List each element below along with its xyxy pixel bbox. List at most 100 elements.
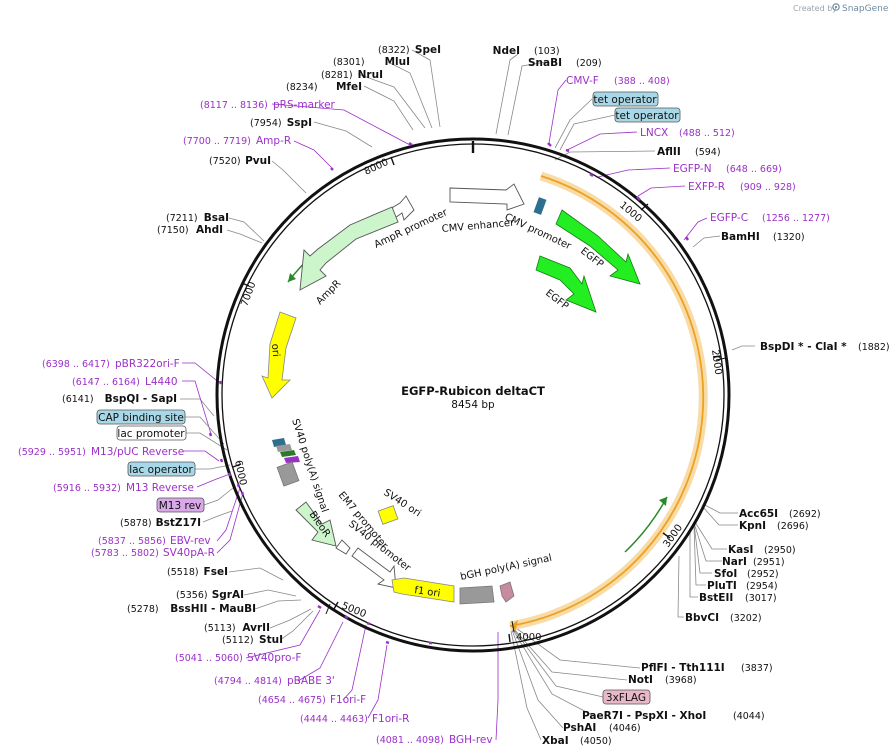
primer-range: (5041 .. 5060) <box>175 653 243 664</box>
flag-box: 3xFLAG <box>602 689 651 705</box>
site-name: BstEII <box>699 592 733 604</box>
m13-rev-label: M13 rev <box>159 500 202 512</box>
primer-range: (5916 .. 5932) <box>53 483 121 494</box>
site-name: PflFI - Tth111I <box>641 662 725 674</box>
site-position: (1320) <box>773 232 805 243</box>
tet-operator-label-2: tet operator <box>615 110 679 122</box>
site-position: (4044) <box>733 711 765 722</box>
site-name: PluTI <box>707 580 737 592</box>
primer-range: (909 .. 928) <box>740 182 796 193</box>
sv40-polya-marker-2 <box>276 444 292 452</box>
cmv-enhancer-arrow <box>449 183 525 211</box>
site-name: NotI <box>628 674 653 686</box>
primer-range: (488 .. 512) <box>679 128 735 139</box>
sv40-polya-marker-4 <box>284 456 300 463</box>
primer-range: (648 .. 669) <box>726 164 782 175</box>
site-name: BstZ17I <box>156 517 201 529</box>
site-position: (7520) <box>209 156 241 167</box>
primer-range: (5837 .. 5856) <box>98 536 166 547</box>
m13-rev-box: M13 rev <box>156 497 205 513</box>
primer-name: LNCX <box>640 127 668 139</box>
primer-range: (6147 .. 6164) <box>72 377 140 388</box>
site-position: (103) <box>534 46 560 57</box>
lac-promoter-label: lac promoter <box>117 428 185 440</box>
snapgene-logo-icon <box>832 3 840 11</box>
site-name: FseI <box>204 566 228 578</box>
site-position: (1882) <box>858 342 890 353</box>
site-position: (5113) <box>204 623 236 634</box>
feature-label-egfp-2: EGFP <box>543 288 570 313</box>
site-name: NruI <box>358 69 383 81</box>
primer-range: (5783 .. 5802) <box>91 548 159 559</box>
site-position: (4046) <box>609 723 641 734</box>
site-position: (2692) <box>789 509 821 520</box>
sv40-promoter-arrow <box>351 547 397 589</box>
bgh-polya-box <box>459 585 495 605</box>
site-position: (2954) <box>746 581 778 592</box>
site-position: (5112) <box>222 635 254 646</box>
primer-range: (4794 .. 4814) <box>214 676 282 687</box>
site-name: AhdI <box>196 224 223 236</box>
primer-range: (6398 .. 6417) <box>42 359 110 370</box>
site-position: (3968) <box>665 675 697 686</box>
primer-name: EGFP-C <box>710 212 748 224</box>
primer-name: pRS-marker <box>273 99 336 111</box>
site-position: (594) <box>695 147 721 158</box>
site-position: (2951) <box>753 557 785 568</box>
label-leader-lines <box>180 49 755 741</box>
primer-name: SV40pA-R <box>163 547 215 559</box>
site-name: SfoI <box>714 568 737 580</box>
site-name: NdeI <box>493 45 520 57</box>
primer-name: pBABE 3' <box>287 675 335 687</box>
primer-range: (7700 .. 7719) <box>183 136 251 147</box>
em7-promoter-arrow <box>335 539 351 555</box>
primer-range: (1256 .. 1277) <box>762 213 830 224</box>
feature-label-f1-ori: f1 ori <box>414 585 441 600</box>
primer-name: BGH-rev <box>449 734 493 746</box>
tet-operator-box-2: tet operator <box>614 107 681 123</box>
cmv-promoter-box <box>533 197 547 215</box>
site-name: SpeI <box>415 44 441 56</box>
site-name: BamHI <box>721 231 760 243</box>
tick-label-8000: 8000 <box>363 157 391 178</box>
site-marks <box>325 357 727 633</box>
site-name: Acc65I <box>739 508 778 520</box>
cap-binding-site-box: CAP binding site <box>96 409 186 425</box>
site-name: AflII <box>657 146 681 158</box>
primer-range: (5929 .. 5951) <box>18 447 86 458</box>
site-name: BspQI - SapI <box>105 393 177 405</box>
site-name: BspDI * - ClaI * <box>760 341 847 353</box>
plasmid-name: EGFP-Rubicon deltaCT <box>401 384 545 398</box>
sv40-polya-box <box>276 461 300 487</box>
site-position: (5356) <box>176 590 208 601</box>
site-position: (4050) <box>580 736 612 747</box>
tick-label-2000: 2000 <box>709 349 723 376</box>
site-name: SnaBI <box>528 57 562 69</box>
site-name: MfeI <box>336 81 362 93</box>
site-name: AvrII <box>242 622 270 634</box>
site-name: StuI <box>259 634 283 646</box>
site-name: SgrAI <box>212 589 244 601</box>
site-name: MluI <box>385 56 410 68</box>
primer-range: (388 .. 408) <box>614 76 670 87</box>
egfp-inner-arrowhead <box>659 497 667 506</box>
primer-name: EGFP-N <box>673 163 712 175</box>
site-name: BssHII - MauBI <box>170 603 256 615</box>
ampr-inner-arrowhead <box>288 273 296 282</box>
scale-ticks <box>232 156 722 643</box>
site-name: KpnI <box>739 520 766 532</box>
primer-name: SV40pro-F <box>247 652 301 664</box>
primer-range: (4654 .. 4675) <box>258 695 326 706</box>
egfp-arrow-1 <box>555 209 641 285</box>
site-name: KasI <box>728 544 753 556</box>
site-name: SspI <box>287 117 312 129</box>
sv40-ori-box <box>377 505 399 525</box>
site-position: (3837) <box>741 663 773 674</box>
backbone-outer <box>215 137 731 653</box>
feature-label-bgh-polya: bGH poly(A) signal <box>459 553 553 583</box>
f1-ori-arrow <box>391 577 455 603</box>
primer-name: CMV-F <box>566 75 599 87</box>
primer-name: M13/pUC Reverse <box>91 446 184 458</box>
primer-name: L4440 <box>145 376 178 388</box>
primer-range: (8117 .. 8136) <box>200 100 268 111</box>
